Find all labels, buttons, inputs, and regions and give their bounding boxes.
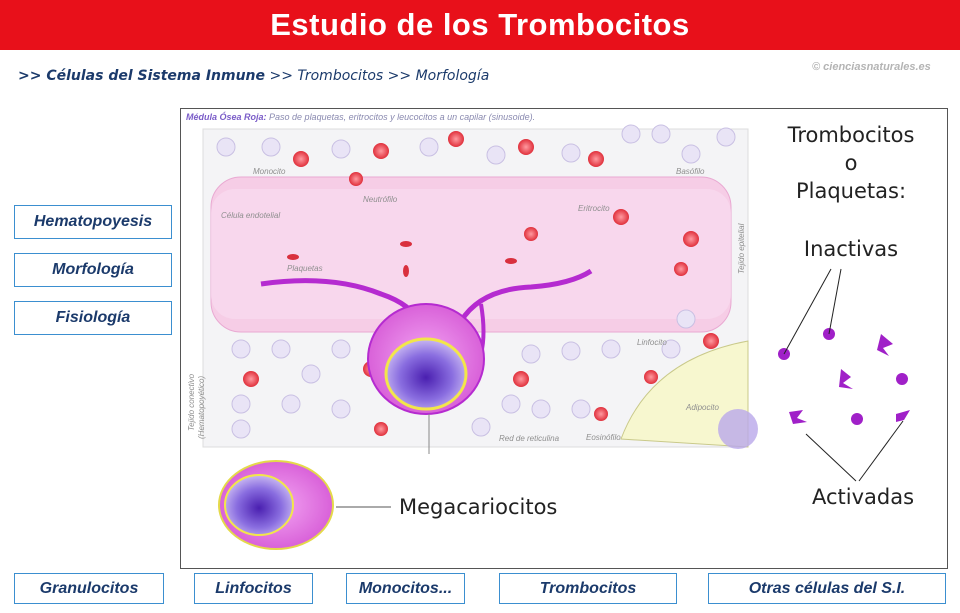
label-adipocito: Adipocito <box>686 403 719 412</box>
label-tejido-conectivo: Tejido conectivo <box>187 373 196 431</box>
nav-linfocitos[interactable]: Linfocitos <box>194 573 313 604</box>
label-megacariocitos: Megacariocitos <box>399 495 558 519</box>
platelet-activated-markers <box>789 334 910 424</box>
nav-trombocitos[interactable]: Trombocitos <box>499 573 677 604</box>
copyright-text: © cienciasnaturales.es <box>812 61 931 73</box>
label-basofilo: Basófilo <box>676 167 705 176</box>
leukocyte-cells <box>216 124 736 439</box>
diagram-panel: Médula Ósea Roja: Paso de plaquetas, eri… <box>180 108 948 569</box>
breadcrumb-cells[interactable]: >> Células del Sistema Inmune <box>18 68 266 84</box>
label-plaquetas: Plaquetas <box>287 264 323 273</box>
label-red-reticulina: Red de reticulina <box>499 434 560 443</box>
label-linfocito: Linfocito <box>637 338 667 347</box>
label-activadas: Activadas <box>811 485 915 509</box>
nav-granulocitos[interactable]: Granulocitos <box>14 573 164 604</box>
diagram-caption: Médula Ósea Roja: Paso de plaquetas, eri… <box>186 112 536 122</box>
sidebar-item-morfologia[interactable]: Morfología <box>14 253 172 287</box>
breadcrumb-morfologia: >> Morfología <box>387 68 490 84</box>
label-neutrofilo: Neutrófilo <box>363 195 398 204</box>
label-celula-endotelial: Célula endotelial <box>221 211 281 220</box>
label-inactivas: Inactivas <box>803 237 899 261</box>
breadcrumb: >> Células del Sistema Inmune >> Tromboc… <box>18 68 489 84</box>
label-tejido-epitelial: Tejido epitelial <box>737 223 746 274</box>
platelets-title: Trombocitos o Plaquetas: <box>787 123 915 203</box>
nav-otras-celulas[interactable]: Otras células del S.I. <box>708 573 946 604</box>
label-hematopoyetico: (Hematopoyético) <box>197 375 206 439</box>
erythrocytes <box>243 131 719 436</box>
nav-monocitos[interactable]: Monocitos... <box>346 573 465 604</box>
page-title: Estudio de los Trombocitos <box>0 0 960 50</box>
sidebar-item-hematopoyesis[interactable]: Hematopoyesis <box>14 205 172 239</box>
label-eosinofilo: Eosinófilo <box>586 433 621 442</box>
bone-marrow-illustration <box>202 124 910 550</box>
sidebar-item-fisiologia[interactable]: Fisiología <box>14 301 172 335</box>
label-monocito: Monocito <box>253 167 286 176</box>
breadcrumb-trombocitos[interactable]: >> Trombocitos <box>269 68 384 84</box>
label-eritrocito: Eritrocito <box>578 204 610 213</box>
